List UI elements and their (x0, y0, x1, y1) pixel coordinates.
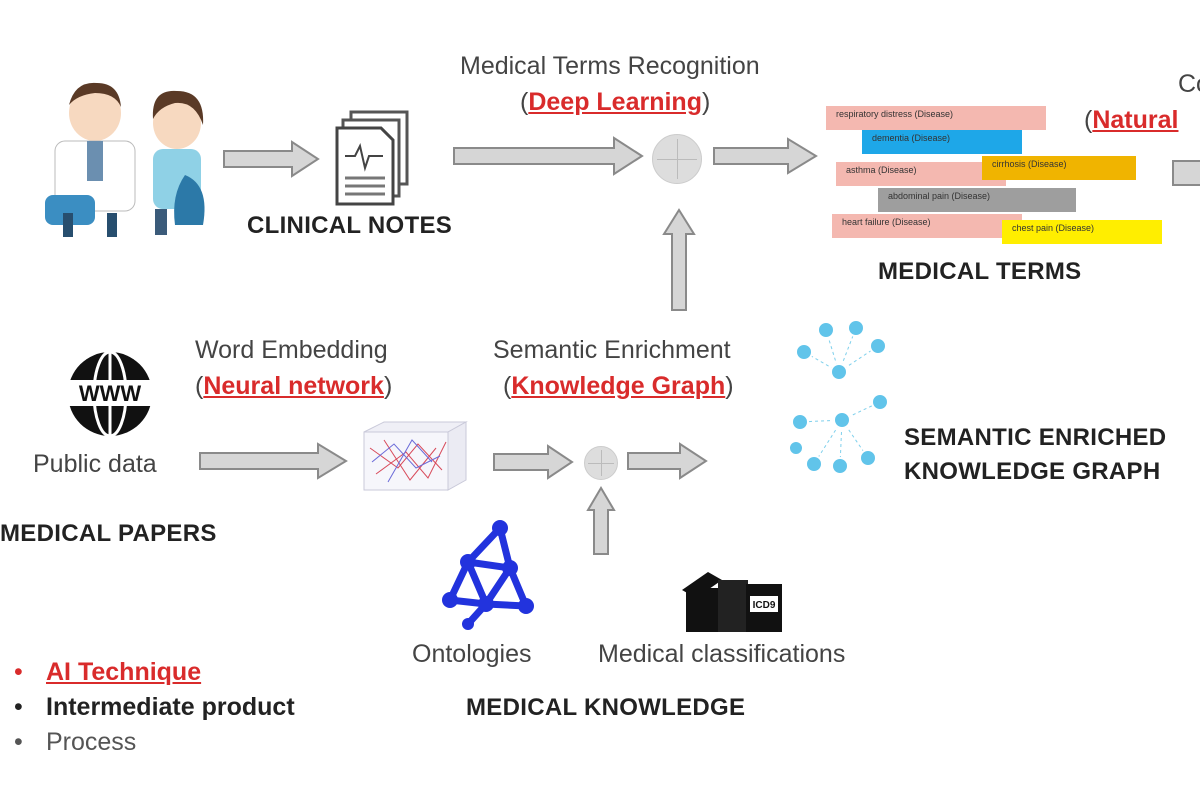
enrichment-tech: (Knowledge Graph) (503, 372, 734, 400)
legend-process-text: Process (46, 728, 137, 756)
classifications-label: Medical classifications (598, 640, 846, 668)
www-text: WWW (79, 381, 142, 406)
embedding-title: Word Embedding (195, 336, 388, 364)
kg-label-line1: SEMANTIC ENRICHED (904, 424, 1167, 451)
icd-label: ICD9 (753, 600, 776, 611)
term-tag: abdominal pain (Disease) (878, 188, 1076, 212)
term-tag: heart failure (Disease) (832, 214, 1022, 238)
cut-off-tech: (Natural (1084, 106, 1179, 134)
process-arrow-1 (223, 140, 320, 178)
term-tag: cirrhosis (Disease) (982, 156, 1136, 180)
legend-bullet: • (14, 728, 23, 756)
ontology-network-icon (442, 520, 534, 630)
kg-label-line2: KNOWLEDGE GRAPH (904, 458, 1161, 485)
doctor-patient-illustration (45, 82, 205, 237)
process-arrow-up-1 (662, 208, 696, 311)
process-arrow-up-2 (586, 486, 616, 555)
knowledge-graph-icon (788, 319, 889, 475)
medical-terms-label: MEDICAL TERMS (878, 258, 1082, 285)
term-tag: dementia (Disease) (862, 130, 1022, 154)
legend-ai-technique: • AI Technique (14, 658, 201, 687)
recognition-tech-name: Deep Learning (528, 88, 702, 116)
legend-intermediate-text: Intermediate product (46, 693, 295, 721)
recognition-title: Medical Terms Recognition (460, 52, 760, 80)
cut-off-arrow (1172, 160, 1200, 186)
term-tag: asthma (Disease) (836, 162, 1006, 186)
legend-bullet: • (14, 693, 23, 721)
embedding-tech-name: Neural network (203, 372, 384, 400)
recognition-tech: (Deep Learning) (520, 88, 711, 116)
merge-node-middle (584, 446, 618, 480)
public-data-label: Public data (33, 450, 157, 478)
enrichment-title: Semantic Enrichment (493, 336, 731, 364)
term-tag: chest pain (Disease) (1002, 220, 1162, 244)
document-icon (335, 110, 409, 206)
legend-bullet: • (14, 658, 23, 686)
process-arrow-4 (199, 442, 348, 480)
embedding-tech: (Neural network) (195, 372, 393, 400)
clinical-notes-label: CLINICAL NOTES (247, 212, 453, 239)
merge-node-top (652, 134, 702, 184)
process-arrow-5 (493, 444, 574, 480)
process-arrow-6 (627, 442, 708, 480)
medical-papers-label: MEDICAL PAPERS (0, 520, 217, 547)
legend-intermediate: • Intermediate product (14, 693, 295, 722)
medical-knowledge-label: MEDICAL KNOWLEDGE (466, 694, 746, 721)
www-globe-icon: WWW (64, 350, 156, 438)
neural-network-cube (363, 421, 468, 491)
legend-process: • Process (14, 728, 136, 757)
process-arrow-3 (713, 137, 818, 175)
cut-off-tech-name: Natural (1092, 106, 1179, 134)
term-tag: respiratory distress (Disease) (826, 106, 1046, 130)
ontologies-label: Ontologies (412, 640, 532, 668)
classification-binders-icon: ICD9 (682, 572, 782, 632)
process-arrow-2 (453, 136, 644, 176)
enrichment-tech-name: Knowledge Graph (511, 372, 726, 400)
legend-ai-text: AI Technique (46, 658, 202, 686)
cut-off-title: Co (1178, 70, 1200, 98)
